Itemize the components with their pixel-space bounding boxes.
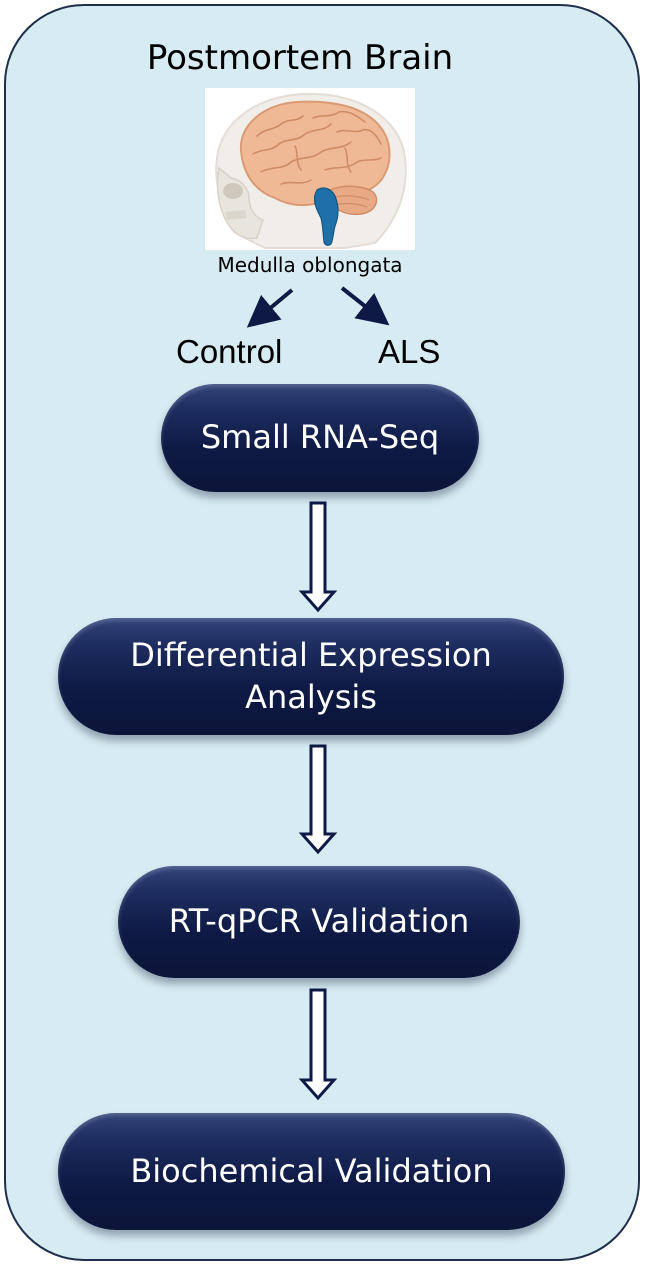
- step-differential-expression: Differential Expression Analysis: [58, 618, 564, 735]
- step-label: RT-qPCR Validation: [168, 902, 470, 941]
- step-small-rna-seq: Small RNA-Seq: [161, 384, 479, 492]
- als-label: ALS: [378, 333, 441, 370]
- step-label: Biochemical Validation: [130, 1151, 493, 1190]
- control-label: Control: [176, 333, 283, 370]
- step-label: Small RNA-Seq: [200, 418, 440, 457]
- step-rt-qpcr-validation: RT-qPCR Validation: [118, 866, 520, 978]
- step-biochemical-validation: Biochemical Validation: [58, 1113, 565, 1230]
- diagram-title: Postmortem Brain: [146, 38, 454, 78]
- step-label-line-2: Analysis: [245, 677, 377, 716]
- brain-illustration: [205, 88, 415, 250]
- step-label-line-1: Differential Expression: [130, 635, 492, 674]
- medulla-caption: Medulla oblongata: [217, 253, 403, 277]
- brain-anatomy-icon: [215, 92, 407, 249]
